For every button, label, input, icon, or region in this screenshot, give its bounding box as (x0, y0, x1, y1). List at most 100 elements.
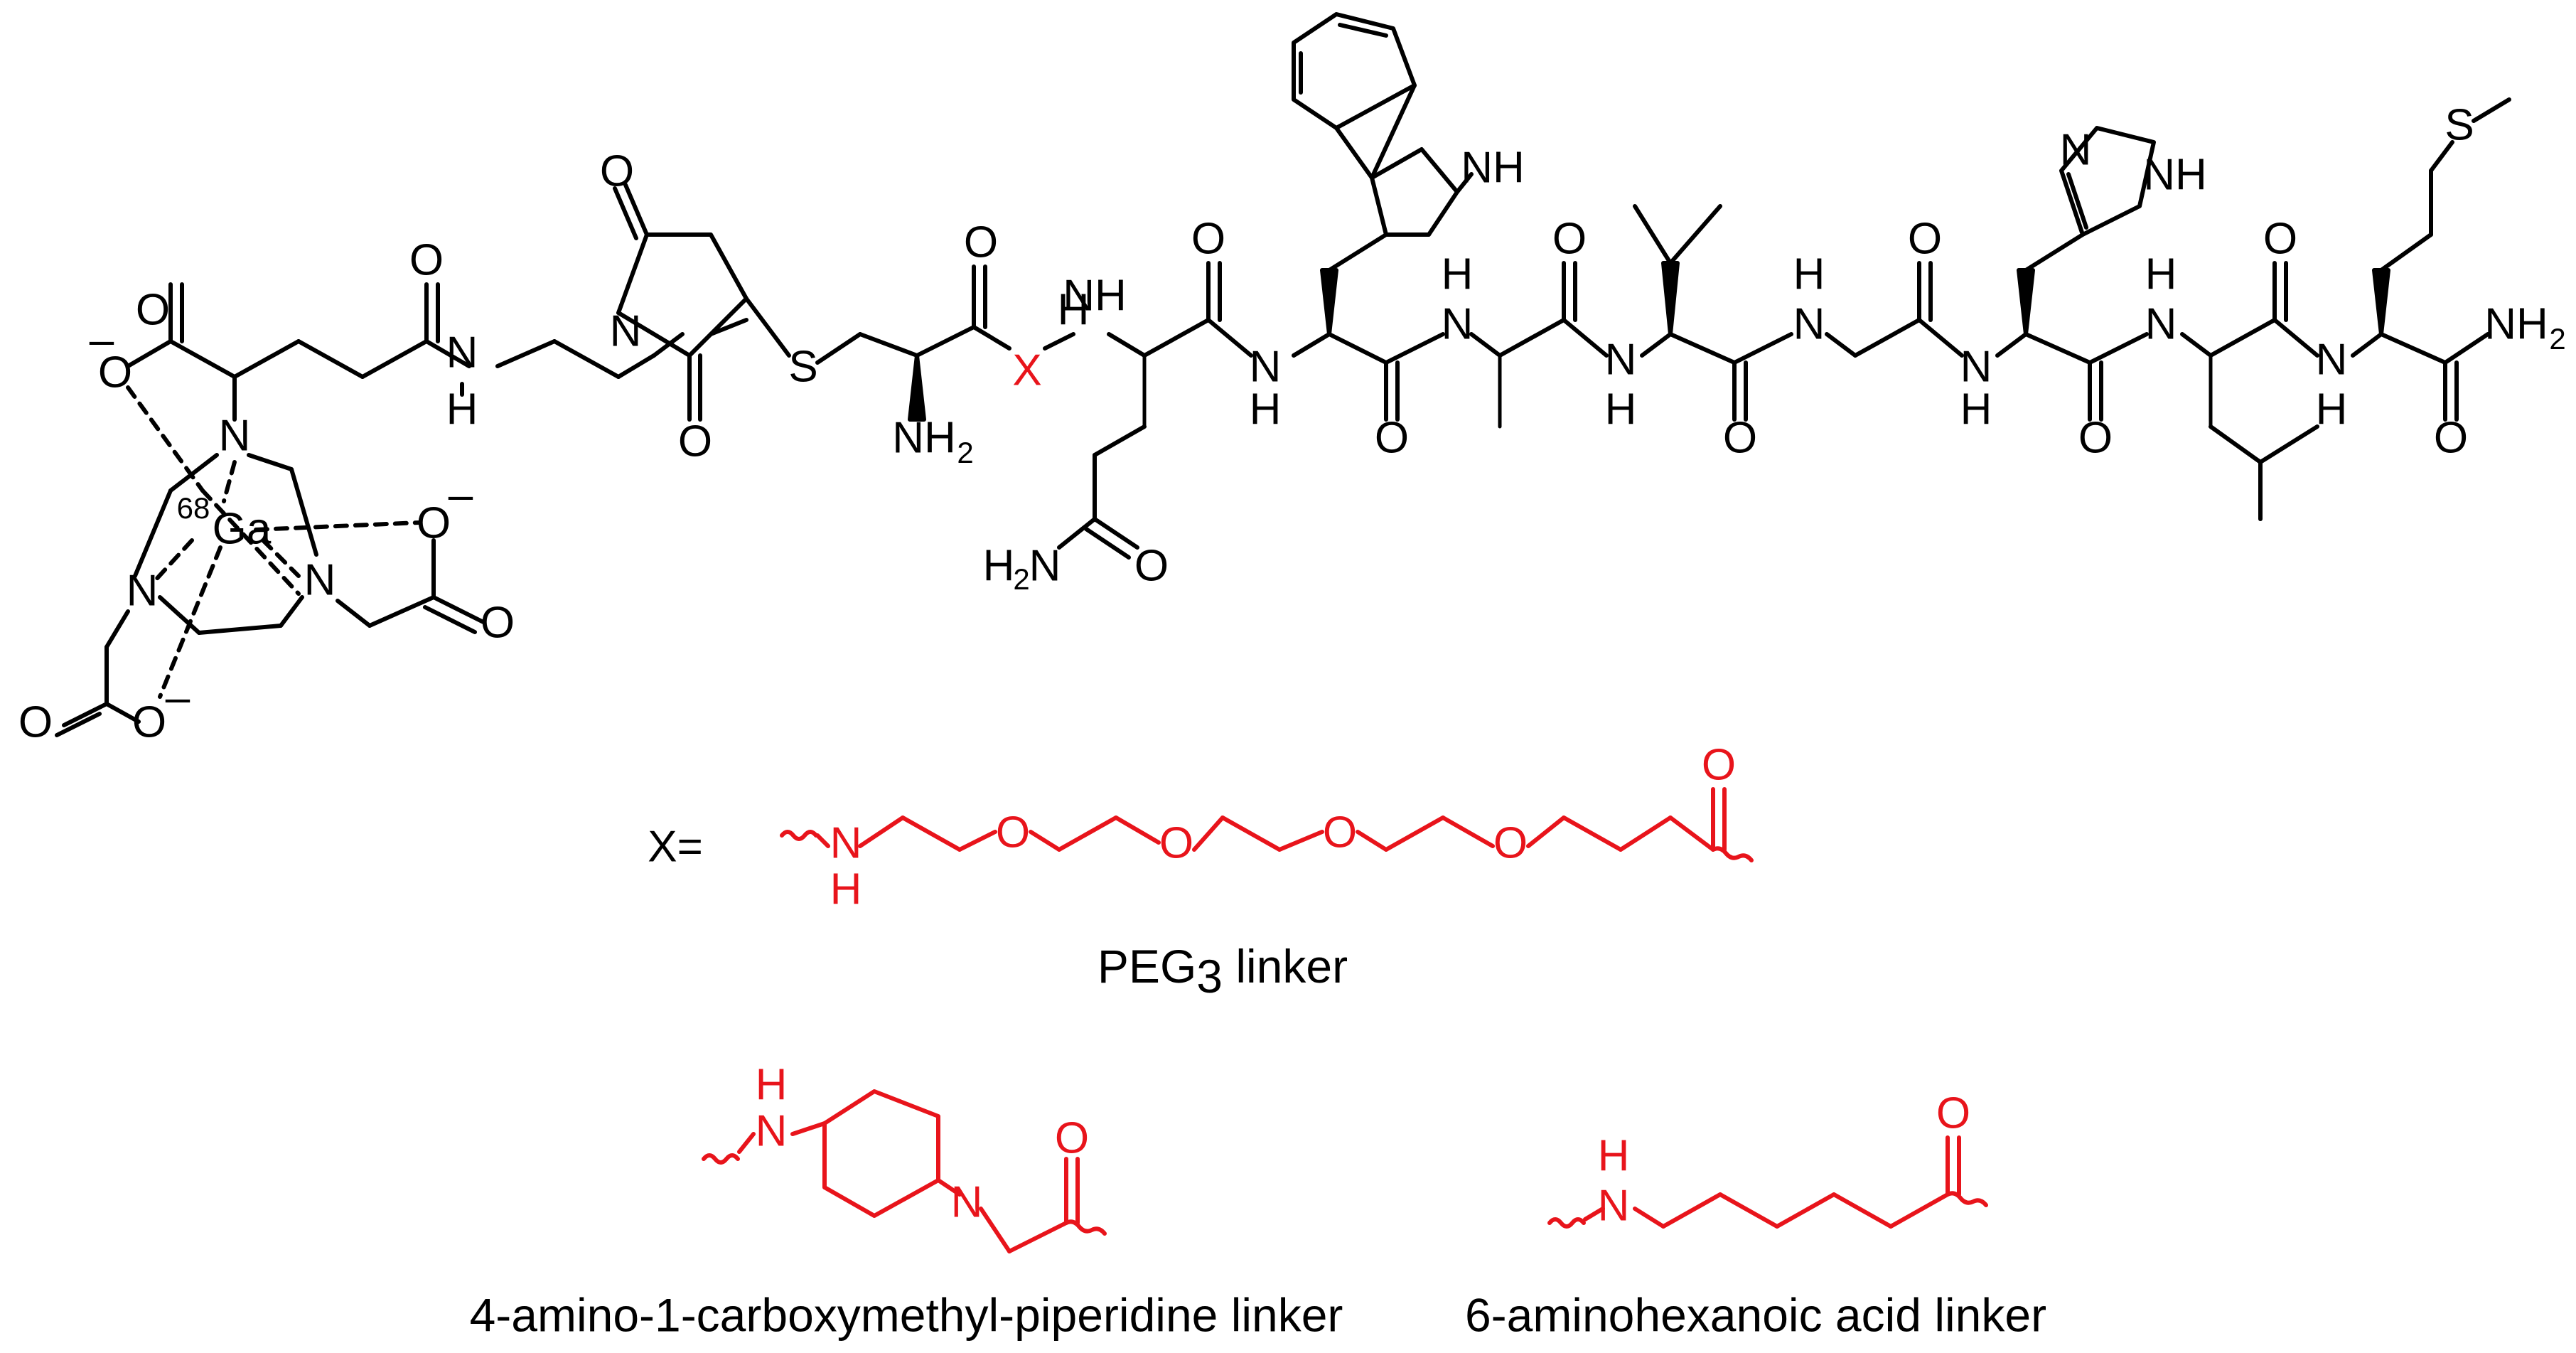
met-carbonyl-o: O (2434, 413, 2468, 462)
ala-n-h: H (1442, 250, 1474, 299)
aminohexanoic-linker-structure: N H O (1547, 1089, 1988, 1230)
met-s: S (2444, 100, 2474, 149)
ahx-carbonyl-o: O (1936, 1089, 1970, 1138)
trp-indole-nh: NH (1461, 143, 1525, 192)
gln-sidechain-o: O (1134, 541, 1169, 590)
gly-n: N (1793, 299, 1825, 348)
valine-residue: N H O (1605, 204, 1793, 462)
met-n: N (2316, 335, 2348, 384)
peg-o-3: O (1323, 808, 1357, 857)
his-n-h: H (1960, 385, 1992, 434)
leu-carbonyl-o: O (2263, 214, 2297, 263)
amide-o-1: O (409, 235, 444, 284)
his-n: N (1960, 342, 1992, 391)
peg-n: N (830, 818, 862, 867)
tryptophan-residue: NH N H O (1250, 12, 1525, 462)
acetate-o-left: O (18, 697, 53, 747)
gln-h2n-subscript: 2 (1013, 562, 1029, 596)
val-n-h: H (1605, 385, 1637, 434)
pip-ring-n: N (951, 1177, 983, 1226)
methionine-residue: S N H O NH 2 (2316, 97, 2566, 462)
his-ring-nh: NH (2143, 150, 2207, 199)
peg-n-h: H (830, 865, 862, 914)
glutamine-residue: NH H O O H 2 N (983, 214, 1253, 596)
tacn-n-right: N (304, 555, 336, 604)
piperidine-linker-structure: N H N O (702, 1060, 1107, 1253)
carboxylate-o-minus: O (98, 348, 132, 397)
trp-carbonyl-o: O (1375, 413, 1409, 462)
piperidine-caption: 4-amino-1-carboxymethyl-piperidine linke… (470, 1288, 1343, 1341)
tacn-n-top: N (219, 411, 251, 460)
gln-carbonyl-o: O (1191, 214, 1225, 263)
ahx-n: N (1598, 1181, 1630, 1230)
peg3-linker-label: PEG3 linker (1098, 940, 1348, 1002)
peg3-linker-structure: N H O O O O O (780, 740, 1754, 914)
gln-h2n: H (983, 541, 1015, 590)
ala-carbonyl-o: O (1552, 214, 1587, 263)
met-nh2-subscript: 2 (2549, 322, 2565, 355)
peg3-label-subscript: 3 (1196, 950, 1223, 1002)
amide-n-1: N (446, 328, 478, 377)
gly-n-h: H (1793, 250, 1825, 299)
leucine-residue: N H O (2145, 214, 2319, 521)
cys-carbonyl-o: O (964, 218, 998, 267)
alanine-residue: N H O (1442, 214, 1609, 429)
thioether-s: S (788, 342, 817, 391)
ala-n: N (1442, 299, 1474, 348)
acetate-o-minus-left: O (132, 697, 166, 747)
gln-h2n-n: N (1029, 541, 1061, 590)
ga68-nodaga-peptide-structure: O O – N N N Ga 68 O – O O O – O N H (18, 12, 2566, 747)
met-nh2: NH (2484, 299, 2548, 348)
histidine-residue: N NH N H O (1960, 125, 2207, 462)
gallium-atom: Ga (213, 504, 272, 553)
glycine-residue: N H O (1793, 214, 1964, 358)
peg3-label-suffix: linker (1223, 940, 1348, 993)
charge-minus-3: – (166, 673, 190, 722)
peg-carbonyl-o: O (1702, 740, 1736, 789)
ga68-chelator: O O – N N N Ga 68 O – O O O – O N H (18, 235, 656, 747)
val-n: N (1605, 335, 1637, 384)
acetate-o-minus-right: O (417, 498, 451, 547)
linker-position: X (1012, 346, 1041, 395)
succinimide-ring: N O O (460, 146, 791, 466)
aminohexanoic-caption: 6-aminohexanoic acid linker (1465, 1288, 2046, 1341)
trp-n: N (1250, 342, 1282, 391)
pip-carbonyl-o: O (1055, 1113, 1089, 1162)
his-ring-n: N (2060, 125, 2092, 174)
peg-o-4: O (1493, 818, 1528, 867)
trp-n-h: H (1250, 385, 1282, 434)
leu-n: N (2145, 299, 2177, 348)
met-n-h: H (2316, 385, 2348, 434)
acetate-o-right: O (481, 598, 515, 647)
succinimide-n: N (610, 306, 642, 355)
succinimide-o-bottom: O (678, 417, 712, 466)
pip-nh-h: H (756, 1060, 788, 1109)
aminohexanoic-linker-label: 6-aminohexanoic acid linker (1465, 1288, 2046, 1341)
succinimide-o-top: O (600, 146, 634, 196)
gly-carbonyl-o: O (1908, 214, 1942, 263)
piperidine-linker-label: 4-amino-1-carboxymethyl-piperidine linke… (470, 1288, 1343, 1341)
peg-o-1: O (996, 808, 1030, 857)
gln-n: NH (1063, 271, 1127, 320)
peg3-caption: PEG3 linker (1098, 940, 1348, 1002)
ahx-n-h: H (1598, 1131, 1630, 1180)
x-definition: X= (648, 822, 703, 871)
cys-nh2-subscript: 2 (957, 436, 973, 469)
his-carbonyl-o: O (2078, 413, 2113, 462)
charge-minus-1: – (90, 315, 114, 364)
val-carbonyl-o: O (1723, 413, 1757, 462)
leu-n-h: H (2145, 250, 2177, 299)
carboxylate-o-top: O (136, 285, 170, 334)
peg-o-2: O (1159, 818, 1193, 867)
gln-nh-h: H (1058, 285, 1090, 334)
tacn-n-left: N (127, 566, 159, 615)
gallium-mass-number: 68 (177, 491, 210, 525)
x-equals-label: X= (648, 822, 703, 871)
linker-x-marker: X (1012, 346, 1041, 395)
pip-nh-n: N (756, 1106, 788, 1155)
cysteine-residue: S O NH 2 (788, 218, 1011, 469)
cys-nh2: NH (892, 413, 956, 462)
charge-minus-2: – (449, 470, 473, 519)
peg3-label-main: PEG (1098, 940, 1196, 993)
